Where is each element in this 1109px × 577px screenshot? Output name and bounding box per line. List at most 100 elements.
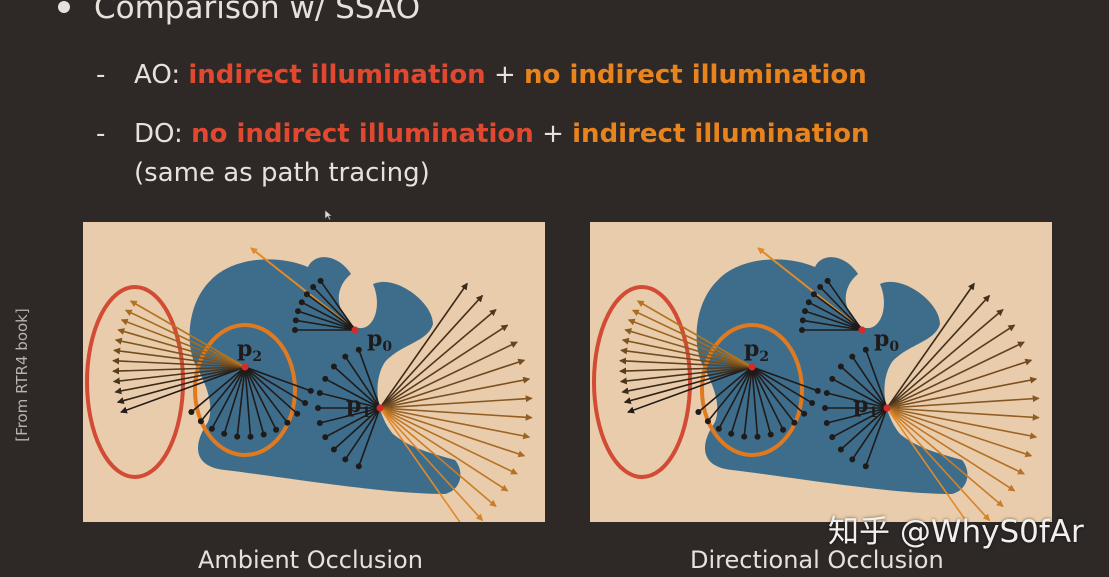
ao-line: -AO: indirect illumination + no indirect… (96, 56, 867, 94)
ao-plus: + (493, 60, 516, 90)
ambient-occlusion-diagram: p0 p1 p2 (85, 247, 533, 522)
ray-hit-dot (767, 431, 774, 438)
ray-line (112, 366, 246, 385)
ray-line (379, 407, 461, 522)
ray-hit-dot (837, 363, 844, 370)
label-p0: p0 (874, 326, 899, 355)
ray-hit-dot (315, 405, 321, 411)
ray-hit-dot (307, 387, 314, 394)
ray-line (886, 282, 975, 409)
ray-hit-dot (780, 426, 787, 433)
ray-line (886, 376, 1038, 409)
rays-p2-left (112, 300, 246, 414)
ray-line (379, 294, 484, 409)
ray-hit-dot (316, 420, 323, 426)
ray-hit-dot (791, 419, 798, 426)
point-p1 (376, 404, 384, 412)
ray-line (621, 337, 753, 368)
ray-line (619, 366, 753, 375)
rays-p0-dark (799, 277, 863, 333)
ray-line (886, 407, 968, 522)
ray-hit-dot (302, 400, 309, 406)
ray-line (120, 318, 246, 368)
label-p1: p1 (853, 392, 878, 421)
bullet-heading: Comparison w/ SSAO (58, 0, 420, 28)
label-p1: p1 (346, 392, 371, 421)
ray-hit-dot (741, 433, 748, 440)
ray-line (379, 282, 468, 409)
ray-line (319, 392, 381, 409)
watermark: 知乎 @WhyS0fAr (828, 514, 1084, 550)
occluder-blob (696, 257, 968, 494)
ray-line (886, 395, 1040, 409)
point-p2 (241, 363, 249, 371)
ray-hit-dot (801, 410, 808, 417)
ray-line (117, 328, 246, 368)
ray-line (379, 407, 497, 508)
orange-ellipse (700, 323, 804, 457)
ray-hit-dot (208, 425, 215, 432)
ray-line (619, 357, 753, 368)
ray-line (623, 366, 753, 404)
ray-line (120, 366, 246, 414)
ray-line (200, 366, 246, 422)
label-p0: p0 (367, 326, 392, 355)
side-citation: [From RTR4 book] (2, 290, 42, 460)
ray-line (730, 366, 753, 435)
ray-line (751, 366, 805, 415)
ray-line (751, 366, 759, 437)
ray-hit-dot (298, 299, 305, 306)
ray-line (636, 300, 753, 368)
rays-p0 (757, 247, 863, 333)
ray-line (627, 366, 753, 414)
ray-line (244, 366, 265, 435)
ray-line (211, 366, 246, 430)
ray-line (244, 366, 277, 431)
ray-hit-dot (715, 425, 722, 432)
do-continuation: (same as path tracing) (134, 158, 430, 188)
ray-hit-dot (799, 317, 806, 324)
ray-hit-dot (823, 420, 830, 426)
ray-line (379, 407, 533, 421)
ray-line (707, 366, 753, 422)
ray-line (124, 309, 246, 368)
ray-line (324, 378, 381, 409)
ray-line (808, 301, 863, 331)
do-dash: - (96, 119, 106, 149)
ray-line (244, 366, 306, 404)
ray-line (344, 356, 381, 409)
ray-line (319, 407, 381, 424)
ray-hit-dot (822, 405, 828, 411)
ray-hit-dot (310, 284, 317, 290)
ray-line (886, 294, 991, 409)
ray-line (620, 347, 753, 368)
ao-term-2: no indirect illumination (524, 60, 867, 90)
ray-line (802, 319, 863, 331)
ray-hit-dot (837, 446, 844, 453)
ray-line (886, 407, 1033, 458)
ray-line (244, 366, 289, 424)
ray-hit-dot (317, 277, 324, 284)
ray-line (344, 407, 381, 460)
ray-line (358, 407, 381, 467)
rays-p2-inner (188, 366, 314, 440)
ray-line (865, 407, 888, 467)
ray-line (190, 366, 246, 413)
ray-line (297, 310, 356, 331)
red-ellipse (592, 285, 692, 479)
rays-p2-left (619, 300, 753, 414)
occluder-blob (189, 257, 461, 494)
ray-hit-dot (273, 426, 280, 433)
ray-hit-dot (234, 433, 241, 440)
ray-line (743, 366, 753, 437)
ray-hit-dot (330, 363, 337, 370)
ray-hit-dot (322, 434, 329, 441)
ray-line (244, 366, 252, 437)
ray-line (751, 366, 813, 404)
ray-hit-dot (695, 409, 702, 415)
ray-hit-dot (355, 346, 362, 353)
ray-line (244, 366, 298, 415)
ray-line (718, 366, 753, 430)
ray-hit-dot (704, 418, 711, 425)
rays-p1-left (315, 346, 381, 470)
